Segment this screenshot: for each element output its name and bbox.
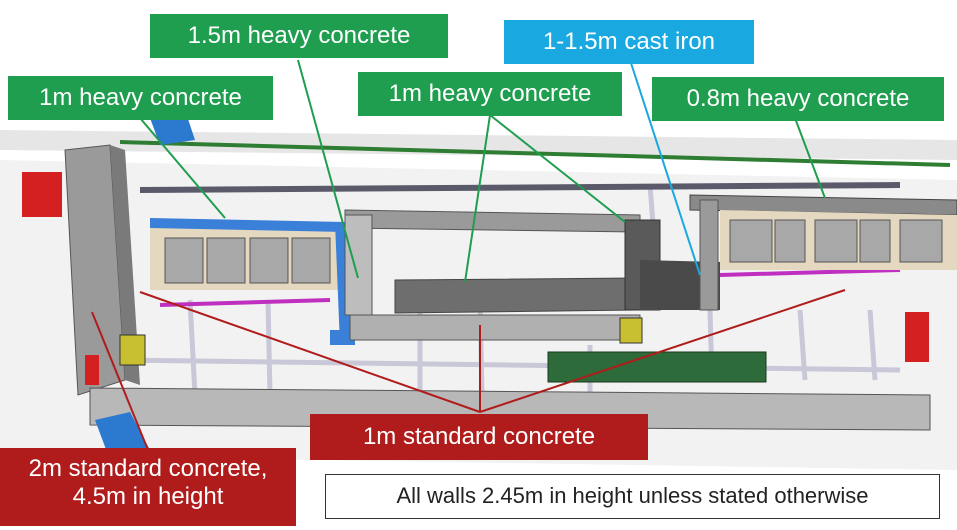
yellow-panel-center [619, 317, 643, 344]
height-note: All walls 2.45m in height unless stated … [325, 474, 940, 519]
label-2m-standard-concrete-line1: 2m standard concrete, [28, 455, 268, 482]
wall-standard-right [699, 199, 719, 311]
red-door-left-low [85, 355, 99, 385]
shield-blocks-left [164, 237, 331, 284]
wall-1m-heavy-center [394, 277, 641, 314]
wall-1-5m-heavy-bottom [330, 330, 355, 345]
leader-lines-heavy [139, 59, 826, 283]
wall-0-8m-heavy [689, 194, 957, 216]
ceiling-beams [0, 130, 957, 160]
label-1-5m-heavy-concrete: 1.5m heavy concrete [150, 14, 448, 58]
wall-standard-center-left [344, 214, 373, 316]
label-1m-heavy-concrete-left: 1m heavy concrete [8, 76, 273, 120]
label-0-8m-heavy-concrete: 0.8m heavy concrete [652, 77, 944, 121]
wall-1m-heavy-left [150, 218, 345, 232]
magenta-line-right [719, 268, 901, 277]
leader-lines-standard [91, 289, 846, 451]
label-cast-iron: 1-1.5m cast iron [504, 20, 754, 64]
label-2m-standard-concrete-line2: 4.5m in height [72, 483, 224, 510]
floor-grid [119, 184, 901, 396]
shield-blocks-right [729, 219, 943, 263]
label-1m-heavy-concrete-center: 1m heavy concrete [358, 72, 622, 116]
wall-standard-bottom [349, 314, 641, 341]
label-1m-standard-concrete: 1m standard concrete [310, 414, 648, 460]
leader-lines-cast-iron [629, 59, 701, 276]
yellow-panel-left [119, 334, 146, 366]
red-door-right [905, 312, 929, 362]
beamline [139, 182, 901, 193]
red-door-left [22, 172, 62, 217]
label-2m-standard-concrete: 2m standard concrete, 4.5m in height [0, 448, 296, 526]
wall-2m-standard-side [110, 145, 140, 385]
magenta-line-left [159, 298, 331, 307]
wall-standard-front [89, 387, 931, 431]
